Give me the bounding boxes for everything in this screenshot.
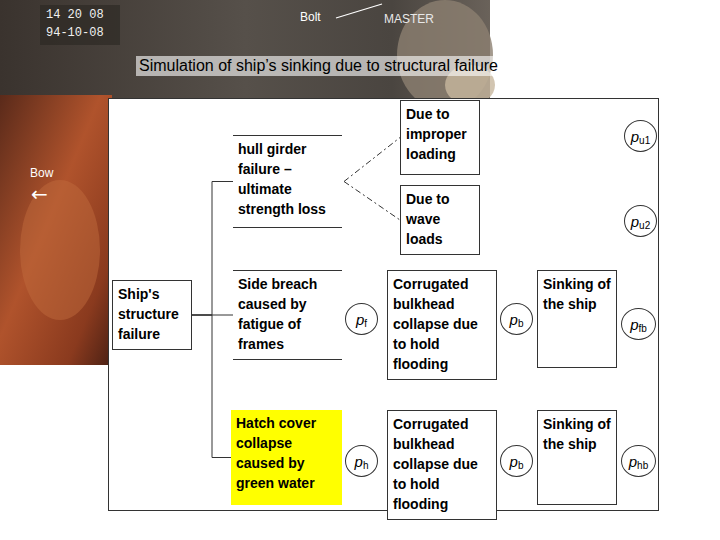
- probability-symbol: p: [510, 311, 518, 328]
- dashed-connector: [344, 182, 400, 221]
- probability-subscript: b: [518, 318, 524, 329]
- photo-rust-patch: [20, 180, 100, 320]
- diagram-frame: [109, 99, 659, 511]
- probability-subscript: fb: [639, 323, 647, 334]
- probability-circle: pfb: [621, 308, 656, 340]
- probability-circle: ph: [345, 445, 378, 477]
- failure-box: Hatch cover collapse caused by green wat…: [231, 410, 342, 505]
- probability-subscript: h: [363, 460, 369, 471]
- probability-symbol: p: [631, 213, 639, 230]
- box-text: Side breach caused by fatigue of frames: [238, 274, 337, 354]
- probability-subscript: u2: [639, 220, 650, 231]
- probability-subscript: b: [518, 460, 524, 471]
- datestamp: 94-10-08: [46, 26, 104, 40]
- probability-symbol: p: [631, 128, 639, 145]
- outcome-box: Sinking of the ship: [537, 410, 617, 505]
- direction-arrow: ←: [31, 182, 48, 206]
- probability-symbol: p: [629, 453, 637, 470]
- root-box: Ship's structure failure: [112, 280, 192, 350]
- probability-circle: pu2: [624, 205, 657, 237]
- box-text: Due to wave loads: [406, 189, 474, 249]
- direction-label: Bow: [30, 166, 53, 180]
- tree-connector: [192, 315, 231, 458]
- probability-symbol: p: [630, 316, 638, 333]
- probability-circle: phb: [621, 445, 656, 477]
- box-text: hull girder failure – ultimate strength …: [238, 139, 337, 219]
- failure-box: Side breach caused by fatigue of frames: [233, 270, 342, 360]
- box-text: Due to improper loading: [406, 104, 474, 164]
- box-text: Hatch cover collapse caused by green wat…: [236, 413, 337, 493]
- consequence-box: Corrugated bulkhead collapse due to hold…: [387, 410, 497, 520]
- probability-subscript: hb: [637, 460, 648, 471]
- probability-symbol: p: [510, 453, 518, 470]
- photo-watermark: MASTER: [384, 12, 434, 26]
- diagram-title: Simulation of ship’s sinking due to stru…: [136, 56, 501, 76]
- probability-subscript: f: [364, 318, 367, 329]
- tree-connector: [192, 182, 233, 316]
- failure-box: hull girder failure – ultimate strength …: [233, 135, 342, 228]
- box-text: Sinking of the ship: [543, 414, 611, 454]
- photo-timestamp-ground: [40, 5, 120, 45]
- timestamp: 14 20 08: [46, 8, 104, 22]
- probability-circle: pb: [500, 445, 533, 477]
- cause-box: Due to wave loads: [400, 185, 480, 255]
- probability-circle: pf: [345, 303, 378, 335]
- probability-symbol: p: [355, 453, 363, 470]
- box-text: Corrugated bulkhead collapse due to hold…: [393, 414, 491, 514]
- probability-circle: pu1: [624, 120, 657, 152]
- box-text: Ship's structure failure: [118, 284, 186, 344]
- probability-subscript: u1: [639, 135, 650, 146]
- probability-symbol: p: [356, 311, 364, 328]
- cause-box: Due to improper loading: [400, 100, 480, 175]
- box-text: Corrugated bulkhead collapse due to hold…: [393, 274, 491, 374]
- bolt-leader-line: [336, 4, 382, 18]
- box-text: Sinking of the ship: [543, 274, 611, 314]
- photo-hull-plate: [0, 95, 112, 365]
- photo-callout: Bolt: [300, 10, 321, 24]
- consequence-box: Corrugated bulkhead collapse due to hold…: [387, 270, 497, 380]
- dashed-connector: [344, 138, 400, 182]
- probability-circle: pb: [500, 303, 533, 335]
- outcome-box: Sinking of the ship: [537, 270, 617, 368]
